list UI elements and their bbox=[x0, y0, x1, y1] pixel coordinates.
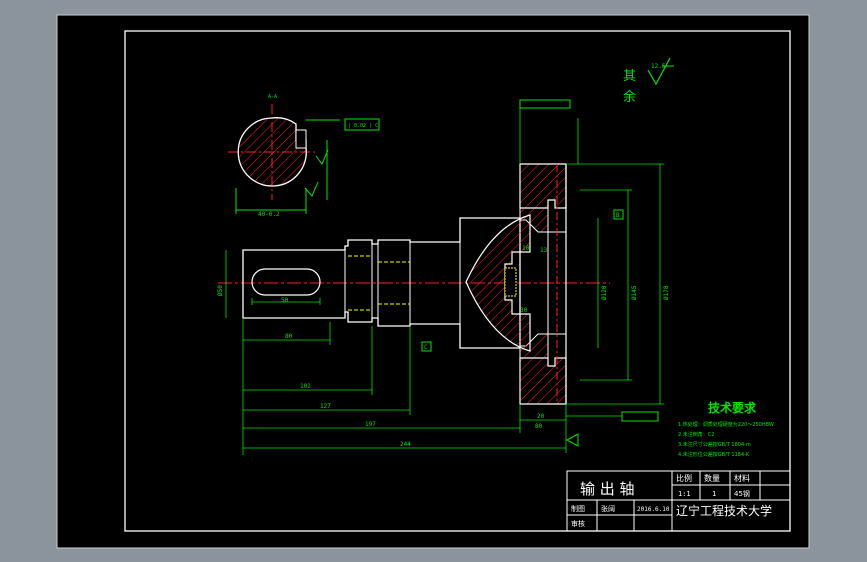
drawn-label: 制图 bbox=[571, 504, 585, 513]
dim-10: 10 bbox=[522, 245, 530, 252]
sheet-inner-frame bbox=[124, 30, 791, 532]
dim-flange-width: 20 bbox=[537, 413, 545, 420]
checked-label: 审核 bbox=[571, 519, 585, 528]
section-roughness-icon bbox=[315, 149, 329, 165]
dim-80-left: 80 bbox=[285, 333, 293, 340]
roughness-note-line1: 其 bbox=[623, 69, 636, 84]
section-view: | 0.02 | C A-A 40-0.2 bbox=[228, 94, 380, 218]
roughness-note-line2: 余 bbox=[623, 89, 636, 105]
dim-flange-dia-2: Ø178 bbox=[663, 285, 670, 300]
section-key-depth: 40-0.2 bbox=[258, 211, 280, 218]
datum-triangle bbox=[565, 433, 579, 447]
scale-value: 1:1 bbox=[678, 490, 691, 498]
dim-flange-80: 80 bbox=[535, 423, 543, 430]
flange-inner-dome bbox=[465, 214, 531, 352]
roughness-icon bbox=[647, 57, 671, 86]
datum-markers: B C bbox=[421, 99, 659, 447]
dim-flange-dia-1: Ø145 bbox=[631, 285, 638, 300]
sheet-outer-frame bbox=[56, 14, 810, 549]
tech-req-title: 技术要求 bbox=[708, 400, 757, 415]
dim-keyway-length: 50 bbox=[281, 297, 289, 304]
dim-30: 30 bbox=[520, 307, 528, 314]
qty-value: 1 bbox=[712, 490, 716, 498]
title-block bbox=[566, 470, 791, 532]
dim-hub-dia: Ø120 bbox=[601, 285, 608, 300]
drafter-name: 张阔 bbox=[601, 504, 615, 513]
section-hatched-circle bbox=[237, 117, 307, 187]
technical-requirements: 技术要求 1.热处理：调质处理硬度为220～250HBW 2.未注倒角：C2 3… bbox=[678, 400, 774, 458]
section-label: A-A bbox=[268, 94, 277, 100]
qty-label: 数量 bbox=[704, 473, 720, 483]
material-value: 45钢 bbox=[734, 489, 750, 498]
dim-244: 244 bbox=[400, 441, 411, 448]
scale-label: 比例 bbox=[676, 473, 692, 483]
flange-fcf-box bbox=[519, 99, 571, 109]
part-name: 输 出 轴 bbox=[580, 480, 635, 498]
roughness-note: 其 余 12.5 bbox=[623, 57, 674, 105]
dim-shaft-dia: Ø50 bbox=[217, 285, 224, 296]
shaft-keyway bbox=[251, 268, 321, 296]
tech-req-item: 2.未注倒角：C2 bbox=[678, 431, 714, 438]
section-roughness-icon-2 bbox=[304, 181, 319, 197]
drawn-date: 2016.6.10 bbox=[637, 506, 670, 513]
title-block-text: 输 出 轴 比例 数量 材料 1:1 1 45钢 制图 张阔 2016.6.10… bbox=[571, 473, 772, 528]
dim-102: 102 bbox=[300, 383, 311, 390]
flange-section bbox=[465, 163, 567, 405]
dim-13: 13 bbox=[540, 247, 548, 254]
material-label: 材料 bbox=[734, 473, 750, 483]
flange-top-ring bbox=[519, 163, 567, 209]
viewport bbox=[57, 15, 809, 548]
center-hole bbox=[504, 267, 517, 297]
section-fcf-box bbox=[344, 118, 380, 131]
section-fcf: | 0.02 | C bbox=[348, 123, 378, 129]
tech-req-item: 4.未注形位公差按GB/T 1184-K bbox=[678, 451, 750, 458]
dim-197: 197 bbox=[365, 421, 376, 428]
datum-c: C bbox=[424, 344, 428, 351]
roughness-value: 12.5 bbox=[651, 63, 666, 70]
tech-req-item: 3.未注尺寸公差按GB/T 1804-m bbox=[678, 441, 751, 448]
dimensions: 50 80 102 127 197 244 20 80 13 10 30 Ø12… bbox=[217, 104, 670, 455]
flange-bottom-ring bbox=[519, 357, 567, 405]
keyway-slot bbox=[295, 129, 307, 149]
datum-b: B bbox=[616, 212, 620, 219]
shaft-main-view bbox=[218, 217, 610, 349]
school-name: 辽宁工程技术大学 bbox=[676, 503, 772, 518]
tech-req-item: 1.热处理：调质处理硬度为220～250HBW bbox=[678, 421, 774, 428]
flange-fcf-box-2 bbox=[621, 411, 659, 422]
dim-127: 127 bbox=[320, 403, 331, 410]
